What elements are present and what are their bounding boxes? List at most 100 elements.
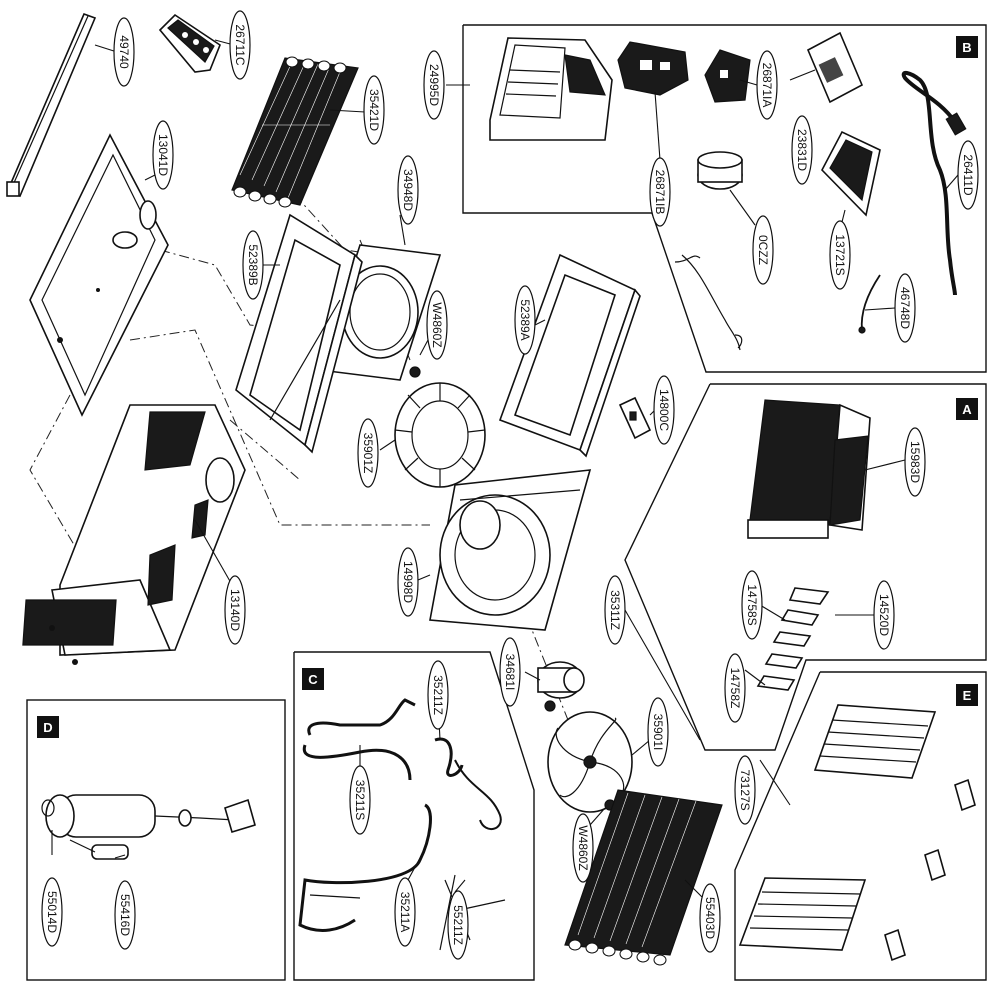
section-c-letter: C	[308, 672, 318, 687]
svg-text:35311Z: 35311Z	[608, 590, 622, 630]
svg-text:34948D: 34948D	[401, 169, 415, 211]
louver-blade-2-part	[780, 609, 820, 626]
section-c-badge: C	[302, 668, 324, 690]
section-a-frame	[624, 383, 987, 751]
front-grille-bottom-part	[738, 877, 867, 951]
label-14758S: 14758S	[741, 570, 763, 640]
label-26871IA: 26871IA	[756, 50, 778, 120]
svg-text:35421D: 35421D	[367, 89, 381, 131]
svg-text:35901Z: 35901Z	[361, 433, 375, 474]
svg-text:26871IA: 26871IA	[760, 63, 774, 108]
svg-text:55014D: 55014D	[45, 891, 59, 933]
label-W4860Z-upper: W4860Z	[426, 290, 448, 360]
base-tray-a-part	[498, 253, 641, 458]
section-badges: B A C D E	[37, 36, 978, 738]
section-e-letter: E	[963, 688, 972, 703]
label-23831D: 23831D	[791, 115, 813, 185]
section-d-letter: D	[43, 720, 52, 735]
svg-text:26871IB: 26871IB	[653, 170, 667, 215]
blower-wheel-part	[394, 366, 486, 488]
display-board-part	[821, 130, 881, 217]
svg-text:35211S: 35211S	[353, 780, 367, 820]
svg-text:34681I: 34681I	[503, 654, 517, 691]
label-46748D: 46748D	[894, 273, 916, 343]
svg-text:52389A: 52389A	[518, 299, 532, 340]
svg-text:W4860Z: W4860Z	[576, 825, 590, 870]
svg-text:13140D: 13140D	[228, 589, 242, 631]
svg-text:13721S: 13721S	[833, 234, 847, 275]
label-13041D: 13041D	[152, 120, 174, 190]
wire-harness-part	[674, 254, 743, 351]
svg-text:46748D: 46748D	[898, 287, 912, 329]
louver-blade-5-part	[756, 675, 796, 691]
section-frames	[26, 24, 987, 981]
label-35211Z: 35211Z	[427, 660, 449, 730]
svg-text:15983D: 15983D	[908, 441, 922, 483]
mounting-clip-2-part	[924, 848, 946, 882]
label-15983D: 15983D	[904, 427, 926, 497]
label-14520D: 14520D	[873, 580, 895, 650]
label-26411D: 26411D	[957, 140, 979, 210]
control-box-part	[489, 37, 613, 141]
remote-control-part	[158, 13, 221, 73]
label-35211A: 35211A	[394, 877, 416, 947]
svg-text:24995D: 24995D	[427, 64, 441, 106]
svg-text:14998D: 14998D	[401, 561, 415, 603]
capacitor-part	[697, 151, 743, 190]
label-55014D: 55014D	[41, 877, 63, 947]
svg-text:0CZZ: 0CZZ	[756, 235, 770, 265]
label-24995D: 24995D	[423, 50, 445, 120]
manual-booklet-part	[806, 31, 864, 104]
svg-text:52389B: 52389B	[246, 244, 260, 285]
label-52389A: 52389A	[514, 285, 536, 355]
condenser-coil-bottom-part	[564, 789, 723, 966]
label-35211S: 35211S	[349, 765, 371, 835]
mounting-clip-3-part	[884, 928, 906, 962]
section-a-letter: A	[962, 402, 972, 417]
label-14758Z: 14758Z	[724, 653, 746, 723]
louver-blade-4-part	[764, 653, 804, 669]
svg-text:73127S: 73127S	[738, 769, 752, 810]
svg-text:49740: 49740	[117, 35, 131, 69]
rail-bar-part	[6, 12, 97, 198]
svg-text:14758S: 14758S	[745, 584, 759, 625]
label-W4860Z-lower: W4860Z	[572, 813, 594, 883]
label-52389B: 52389B	[242, 230, 264, 300]
control-board-a-part	[704, 49, 751, 103]
louver-blade-3-part	[772, 631, 812, 647]
accumulator-part	[69, 839, 129, 860]
svg-text:55416D: 55416D	[118, 894, 132, 936]
section-e-badge: E	[956, 684, 978, 706]
condenser-coil-top-part	[231, 56, 359, 208]
label-14998D: 14998D	[397, 547, 419, 617]
label-34948D: 34948D	[397, 155, 419, 225]
svg-text:35211Z: 35211Z	[431, 675, 445, 715]
label-34681I: 34681I	[499, 637, 521, 707]
control-board-b-part	[617, 41, 689, 96]
label-55211Z: 55211Z	[447, 890, 469, 960]
fan-motor-part	[537, 661, 585, 712]
fan-blade-part	[547, 711, 633, 813]
svg-text:55403D: 55403D	[703, 897, 717, 939]
label-0CZZ: 0CZZ	[752, 215, 774, 285]
svg-text:35901I: 35901I	[651, 714, 665, 751]
section-c-frame	[293, 651, 535, 981]
svg-text:26711C: 26711C	[233, 24, 247, 65]
svg-text:55211Z: 55211Z	[451, 905, 465, 945]
svg-text:35211A: 35211A	[398, 892, 412, 932]
fan-shroud-part	[429, 469, 592, 631]
evaporator-coil-part	[747, 399, 871, 539]
label-55416D: 55416D	[114, 880, 136, 950]
svg-text:23831D: 23831D	[795, 129, 809, 171]
section-d-badge: D	[37, 716, 59, 738]
section-b-letter: B	[962, 40, 971, 55]
rear-panel-part	[29, 133, 169, 417]
label-26711C: 26711C	[229, 10, 251, 80]
chassis-cabinet-part	[22, 404, 246, 665]
label-49740: 49740	[113, 17, 135, 87]
label-35421D: 35421D	[363, 75, 385, 145]
svg-text:13041D: 13041D	[156, 134, 170, 176]
base-tray-b-part	[235, 213, 363, 454]
svg-text:W4860Z: W4860Z	[430, 302, 444, 347]
